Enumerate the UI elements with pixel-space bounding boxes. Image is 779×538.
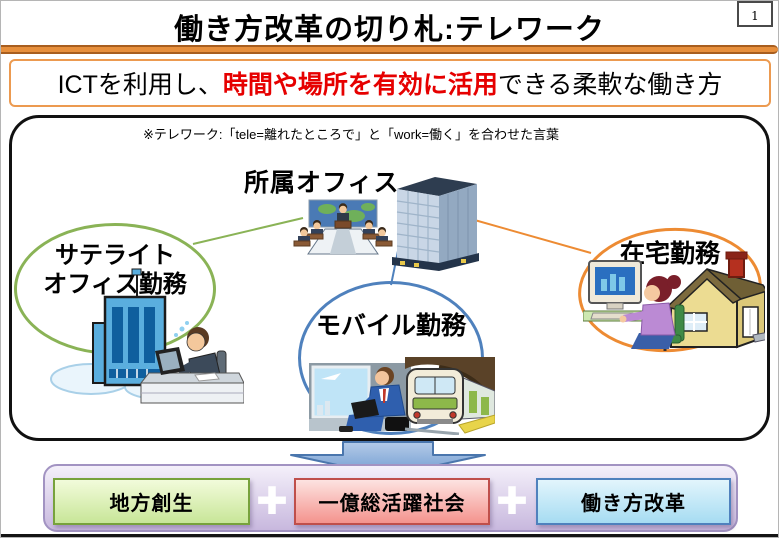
page-number: 1 <box>751 9 759 23</box>
outcome-box-dynamic-engagement-society: 一億総活躍社会 <box>294 478 490 525</box>
plus-icon: ✚ <box>496 481 528 523</box>
office-building-icon <box>392 177 479 271</box>
banner-text-highlight: 時間や場所を有効に活用 <box>222 71 498 99</box>
banner-text-prefix: ICTを利用し、 <box>57 71 223 99</box>
next-slide-edge <box>1 534 778 537</box>
office-label: 所属オフィス <box>244 169 400 197</box>
laptop-worker-and-train-icon <box>309 357 495 435</box>
satellite-office-label: サテライト オフィス勤務 <box>43 242 187 298</box>
page-title: 働き方改革の切り札:テレワーク <box>174 14 605 46</box>
banner-text-suffix: できる柔軟な働き方 <box>497 71 723 99</box>
title-underline <box>1 45 778 54</box>
telework-definition-note: ※テレワーク:「tele=離れたところで」と「work=働く」を合わせた言葉 <box>142 127 560 142</box>
ict-banner: ICTを利用し、時間や場所を有効に活用できる柔軟な働き方 <box>9 59 771 107</box>
satellite-office-building-and-worker-icon <box>50 268 244 404</box>
plus-icon: ✚ <box>256 481 288 523</box>
meeting-room-icon <box>293 199 393 255</box>
outcomes-bar: 地方創生 ✚ 一億総活躍社会 ✚ 働き方改革 <box>43 464 738 532</box>
outcome-box-regional-revitalization: 地方創生 <box>53 478 250 525</box>
outcome-box-workstyle-reform: 働き方改革 <box>536 478 731 525</box>
mobile-work-label: モバイル勤務 <box>315 312 466 340</box>
page-number-box: 1 <box>737 1 773 27</box>
home-worker-and-house-icon <box>583 251 765 351</box>
